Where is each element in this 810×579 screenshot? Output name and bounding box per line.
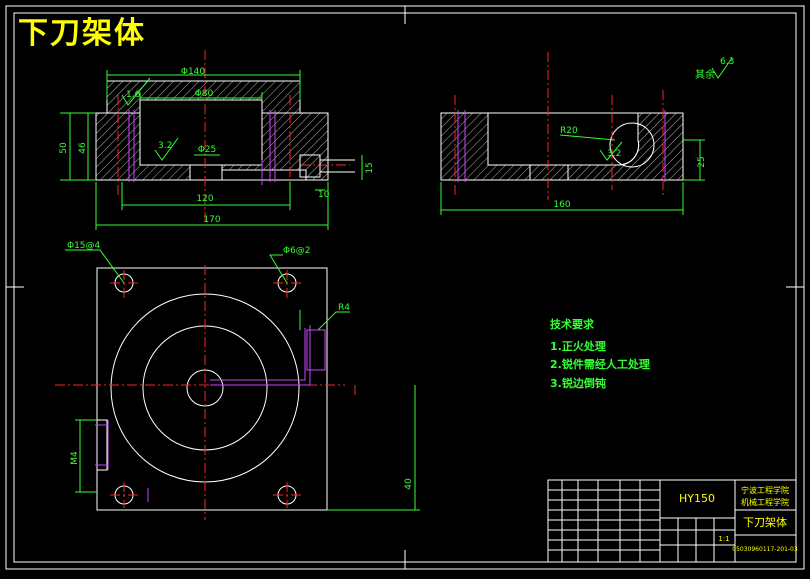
dim-len-160: 160 bbox=[553, 200, 570, 210]
dim-len-170: 170 bbox=[203, 215, 220, 225]
dim-r4: R4 bbox=[338, 303, 350, 313]
rest-roughness-label: 其余 bbox=[695, 68, 715, 81]
dim-hole-4x15: Φ15@4 bbox=[67, 241, 101, 251]
dim-slot-10: 10 bbox=[318, 190, 330, 200]
tech-requirement-item: 1.正火处理 bbox=[550, 340, 606, 353]
title-block-model: HY150 bbox=[679, 492, 715, 505]
title-block-school-2: 机械工程学院 bbox=[741, 497, 789, 507]
roughness-left: 1.6 bbox=[126, 90, 141, 100]
dim-b140: Φ140 bbox=[181, 67, 206, 77]
dim-b80: Φ80 bbox=[195, 89, 214, 99]
dim-height-25: 25 bbox=[697, 156, 707, 167]
side-view-hatch bbox=[440, 112, 684, 181]
dim-slot-15: 15 bbox=[365, 162, 375, 173]
dim-b25: Φ25 bbox=[198, 145, 217, 155]
roughness-side: 3.2 bbox=[607, 149, 621, 159]
dim-height-50: 50 bbox=[59, 142, 69, 154]
top-section-view: Φ140 Φ80 Φ25 1.6 3.2 50 46 15 10 120 170 bbox=[59, 50, 375, 230]
title-block-scale: 1:1 bbox=[718, 535, 729, 543]
dim-m4: M4 bbox=[70, 451, 80, 465]
dim-len-120: 120 bbox=[196, 194, 213, 204]
side-section-view: R20 3.2 25 160 其余 6.3 bbox=[440, 52, 734, 215]
dim-40: 40 bbox=[404, 478, 414, 490]
title-block-drawing-no: 05030960117-201-03 bbox=[732, 546, 798, 553]
tech-requirements-heading: 技术要求 bbox=[550, 318, 594, 331]
rest-roughness-value: 6.3 bbox=[720, 57, 734, 67]
dim-height-46: 46 bbox=[78, 142, 88, 154]
title-block: HY150 宁波工程学院 机械工程学院 下刀架体 05030960117-201… bbox=[547, 479, 798, 563]
dim-hole-2x6: Φ6@2 bbox=[283, 246, 311, 256]
drawing-title: 下刀架体 bbox=[18, 16, 146, 51]
title-block-part-name: 下刀架体 bbox=[743, 515, 787, 529]
dim-r20: R20 bbox=[560, 126, 578, 136]
tech-requirement-item: 2.锐件需经人工处理 bbox=[550, 358, 650, 371]
title-block-school-1: 宁波工程学院 bbox=[741, 485, 789, 495]
sheet-border bbox=[5, 5, 805, 570]
roughness-center: 3.2 bbox=[158, 141, 172, 151]
plan-view: Φ15@4 Φ6@2 R4 40 M4 bbox=[55, 241, 420, 520]
tech-requirement-item: 3.锐边倒钝 bbox=[550, 377, 606, 390]
